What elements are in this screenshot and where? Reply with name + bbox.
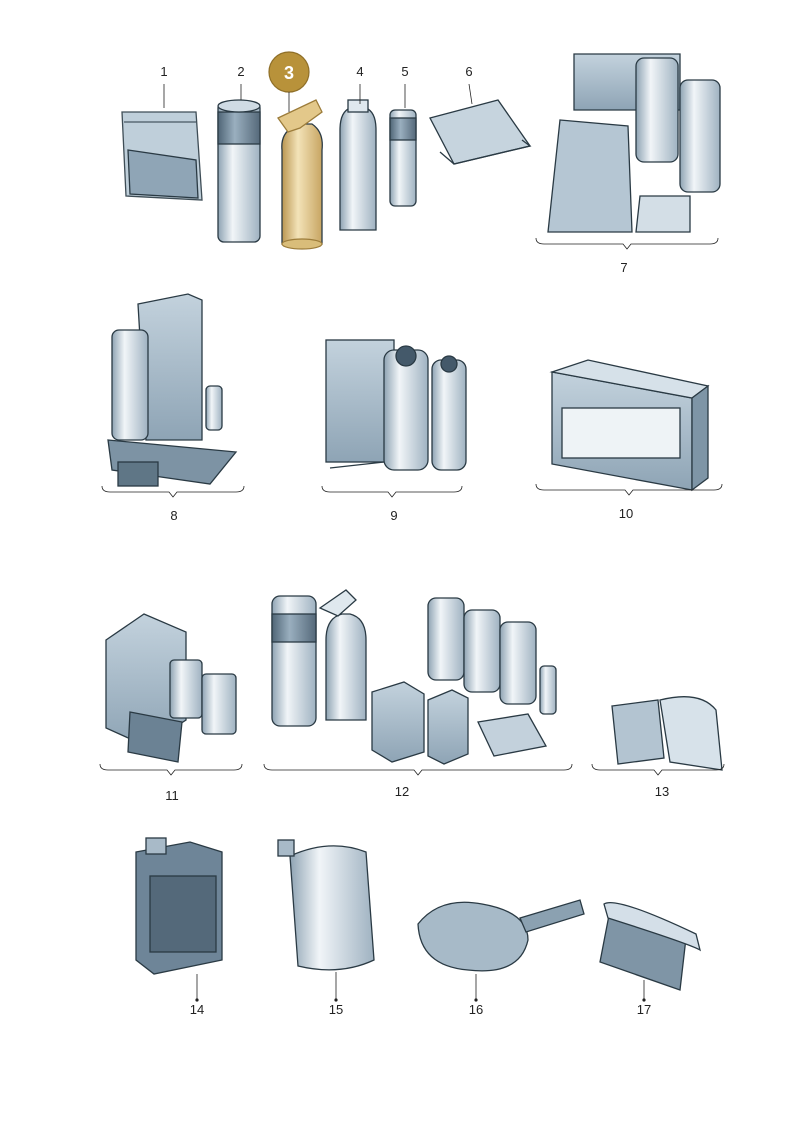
- part-2-aerosol-can[interactable]: [217, 99, 261, 243]
- part-8-kit[interactable]: [107, 293, 238, 487]
- part-7-label[interactable]: 7: [620, 260, 627, 275]
- part-16-duster[interactable]: [417, 899, 585, 972]
- part-4-bottle[interactable]: [339, 99, 377, 231]
- part-3-badge-number: 3: [284, 63, 294, 83]
- part-14-leader-dot: [195, 998, 199, 1002]
- part-16-leader-dot: [474, 998, 478, 1002]
- part-7-kit[interactable]: [547, 53, 721, 233]
- part-4-label[interactable]: 4: [356, 64, 363, 79]
- part-8-bracket: [101, 485, 245, 498]
- part-7-bracket: [535, 237, 719, 250]
- part-11-bracket: [99, 763, 243, 776]
- part-10-box-set[interactable]: [549, 359, 710, 492]
- part-5-small-can[interactable]: [389, 109, 417, 207]
- part-16-label[interactable]: 16: [469, 1002, 483, 1017]
- part-1-bag[interactable]: [121, 111, 203, 201]
- part-13-pads[interactable]: [611, 696, 723, 771]
- part-15-label[interactable]: 15: [329, 1002, 343, 1017]
- part-12-label[interactable]: 12: [395, 784, 409, 799]
- part-12-bracket: [263, 763, 573, 776]
- part-5-label[interactable]: 5: [401, 64, 408, 79]
- part-3-highlight-badge[interactable]: 3: [268, 51, 310, 112]
- part-8-label[interactable]: 8: [170, 508, 177, 523]
- part-9-kit[interactable]: [325, 339, 467, 471]
- part-17-squeegee[interactable]: [599, 901, 702, 991]
- part-15-pouch[interactable]: [277, 839, 375, 971]
- part-15-leader-dot: [334, 998, 338, 1002]
- part-9-bracket: [321, 485, 463, 498]
- part-11-kit[interactable]: [105, 613, 237, 763]
- part-13-label[interactable]: 13: [655, 784, 669, 799]
- part-10-bracket: [535, 483, 723, 496]
- part-2-label[interactable]: 2: [237, 64, 244, 79]
- part-11-label[interactable]: 11: [165, 788, 179, 803]
- part-3-spray-bottle[interactable]: [277, 99, 323, 250]
- part-6-leader-line: [468, 83, 473, 105]
- part-14-label[interactable]: 14: [190, 1002, 204, 1017]
- part-17-leader-dot: [642, 998, 646, 1002]
- part-12-kit[interactable]: [271, 589, 557, 765]
- part-10-label[interactable]: 10: [619, 506, 633, 521]
- part-13-bracket: [591, 763, 725, 776]
- part-17-label[interactable]: 17: [637, 1002, 651, 1017]
- part-6-label[interactable]: 6: [465, 64, 472, 79]
- part-14-canister[interactable]: [135, 837, 223, 975]
- part-1-label[interactable]: 1: [160, 64, 167, 79]
- part-6-cloth[interactable]: [429, 99, 532, 165]
- part-9-label[interactable]: 9: [390, 508, 397, 523]
